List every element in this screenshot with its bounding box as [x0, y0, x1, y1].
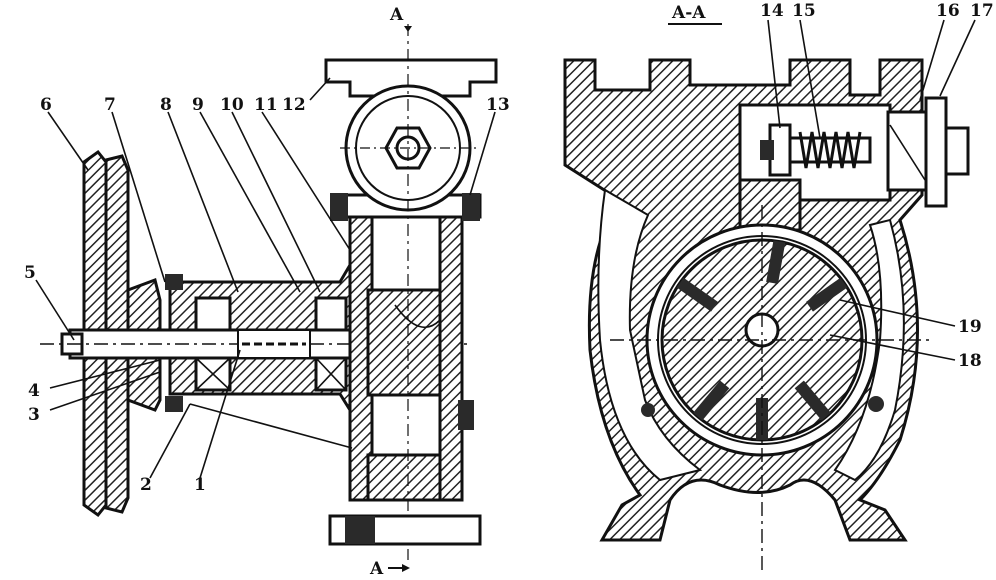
label-15: 15 [792, 1, 816, 21]
label-17: 17 [970, 1, 994, 21]
rotor-chamber [610, 205, 930, 570]
label-3: 3 [28, 405, 40, 425]
label-2: 2 [140, 475, 152, 495]
leader-lines [35, 77, 496, 479]
bearing-housing [168, 259, 352, 416]
label-4: 4 [28, 381, 40, 401]
label-8: 8 [160, 95, 172, 115]
label-9: 9 [192, 95, 204, 115]
right-section-view: A-A [563, 1, 994, 570]
label-7: 7 [104, 95, 116, 115]
left-section-view: 6 7 8 9 10 11 12 13 5 4 3 2 1 A A [24, 5, 510, 579]
label-6: 6 [40, 95, 52, 115]
label-18: 18 [958, 351, 982, 371]
left-part-labels: 6 7 8 9 10 11 12 13 5 4 3 2 1 [24, 95, 510, 495]
relief-valve [760, 96, 970, 208]
label-5: 5 [24, 263, 36, 283]
right-leader-lines [767, 19, 976, 361]
label-14: 14 [760, 1, 784, 21]
label-12: 12 [282, 95, 306, 115]
section-marker-top: A [389, 5, 404, 25]
vanes [676, 240, 848, 440]
right-part-labels: 14 15 16 17 19 18 [760, 1, 994, 371]
section-marker-bottom: A [369, 559, 384, 579]
label-16: 16 [936, 1, 960, 21]
label-1: 1 [194, 475, 206, 495]
section-title: A-A [671, 3, 706, 23]
label-10: 10 [220, 95, 244, 115]
label-13: 13 [486, 95, 510, 115]
label-19: 19 [958, 317, 982, 337]
label-11: 11 [254, 95, 278, 115]
bottom-flange [328, 514, 482, 546]
section-markers: A A [369, 5, 412, 579]
top-flange [324, 24, 498, 560]
pump-body [165, 193, 482, 502]
